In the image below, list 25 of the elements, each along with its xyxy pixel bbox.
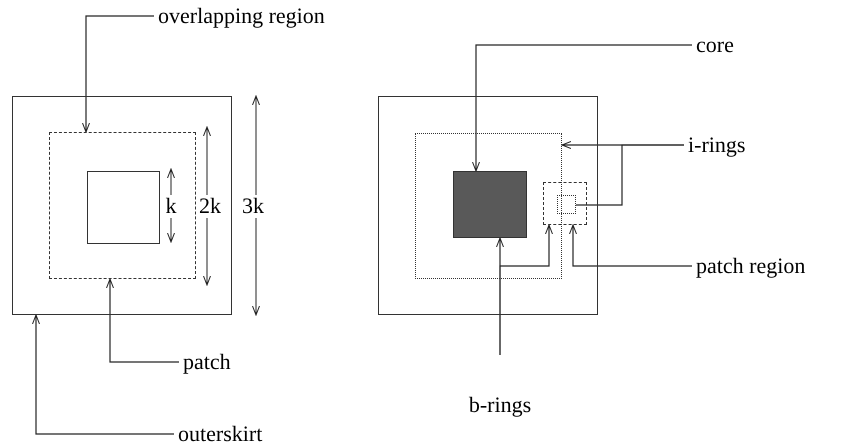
leader-line (569, 224, 692, 267)
leader-line (106, 278, 179, 363)
outer-square (12, 96, 232, 315)
callout-label: patch region (696, 254, 806, 278)
callout-label: overlapping region (158, 4, 325, 28)
leader-line (472, 44, 692, 172)
leader-line (576, 144, 684, 206)
dimension-label: 2k (199, 194, 221, 218)
outer-square (378, 96, 598, 315)
patch-region-square (543, 182, 587, 225)
small-dotted-square (557, 195, 576, 214)
callout-label: b-rings (468, 393, 532, 417)
patch-square (49, 132, 196, 279)
callout-label: outerskirt (178, 422, 262, 446)
dimension-label: k (166, 194, 176, 218)
core-square (453, 171, 527, 238)
leader-line (32, 314, 174, 435)
callout-label: core (696, 33, 734, 57)
leader-line (499, 224, 553, 355)
dotted-square (415, 133, 562, 279)
callout-label: i-rings (688, 133, 746, 157)
callout-label: patch (183, 350, 231, 374)
inner-square (87, 171, 160, 244)
leader-line (82, 15, 154, 132)
dimension-label: 3k (242, 194, 264, 218)
